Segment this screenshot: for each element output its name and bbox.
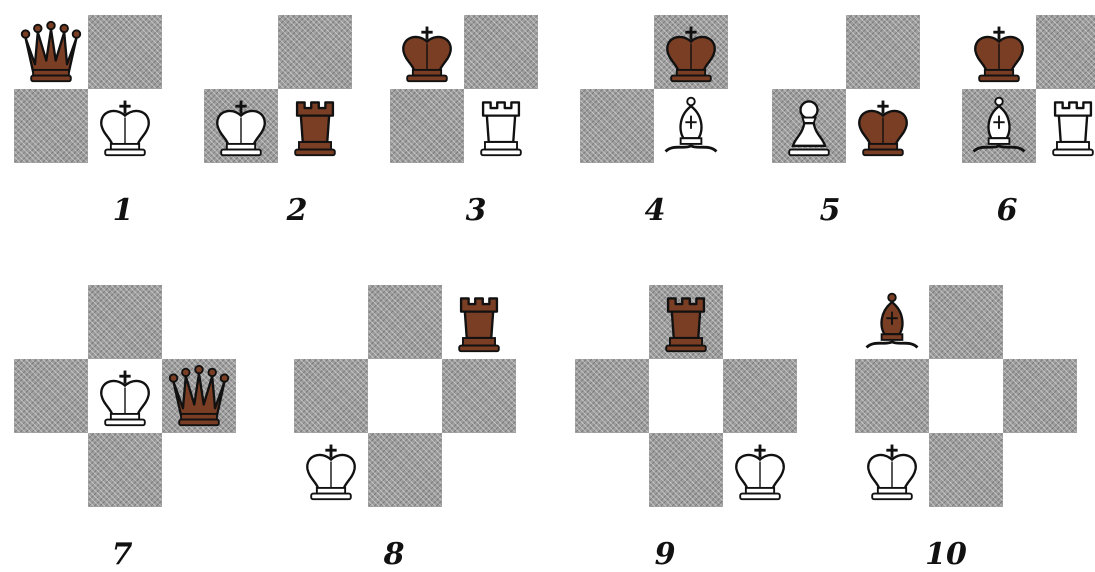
- dark-square: [846, 15, 920, 89]
- light-square: [929, 359, 1003, 433]
- black-queen-icon: [166, 363, 232, 429]
- dark-square: [442, 359, 516, 433]
- white-king-icon: [859, 437, 925, 503]
- dark-square: [649, 433, 723, 507]
- dark-square: [88, 433, 162, 507]
- dark-square: [390, 89, 464, 163]
- dark-square: [368, 433, 442, 507]
- dark-square: [368, 285, 442, 359]
- black-king-icon: [658, 19, 724, 85]
- black-queen-icon: [18, 19, 84, 85]
- white-rook-icon: [468, 93, 534, 159]
- dark-square: [278, 15, 352, 89]
- white-king-icon: [208, 93, 274, 159]
- black-king-icon: [850, 93, 916, 159]
- dark-square: [294, 359, 368, 433]
- black-king-icon: [394, 19, 460, 85]
- white-pawn-icon: [776, 93, 842, 159]
- white-rook-icon: [1040, 93, 1095, 159]
- light-square: [368, 359, 442, 433]
- dark-square: [929, 285, 1003, 359]
- dark-square: [723, 359, 797, 433]
- dark-square: [575, 359, 649, 433]
- dark-square: [88, 15, 162, 89]
- white-bishop-icon: [658, 93, 724, 159]
- dark-square: [88, 285, 162, 359]
- diagram-label: 6: [997, 193, 1018, 228]
- black-rook-icon: [653, 289, 719, 355]
- white-king-icon: [727, 437, 793, 503]
- dark-square: [1036, 15, 1095, 89]
- dark-square: [855, 359, 929, 433]
- black-rook-icon: [282, 93, 348, 159]
- white-king-icon: [92, 93, 158, 159]
- dark-square: [14, 89, 88, 163]
- white-bishop-icon: [966, 93, 1032, 159]
- diagram-label: 2: [287, 193, 308, 228]
- dark-square: [464, 15, 538, 89]
- dark-square: [929, 433, 1003, 507]
- white-king-icon: [298, 437, 364, 503]
- black-king-icon: [966, 19, 1032, 85]
- dark-square: [1003, 359, 1077, 433]
- diagram-label: 1: [113, 193, 134, 228]
- light-square: [649, 359, 723, 433]
- diagram-label: 5: [820, 193, 841, 228]
- diagram-label: 3: [466, 193, 487, 228]
- dark-square: [14, 359, 88, 433]
- black-bishop-icon: [859, 289, 925, 355]
- black-rook-icon: [446, 289, 512, 355]
- white-king-icon: [92, 363, 158, 429]
- diagram-label: 4: [645, 193, 666, 228]
- dark-square: [580, 89, 654, 163]
